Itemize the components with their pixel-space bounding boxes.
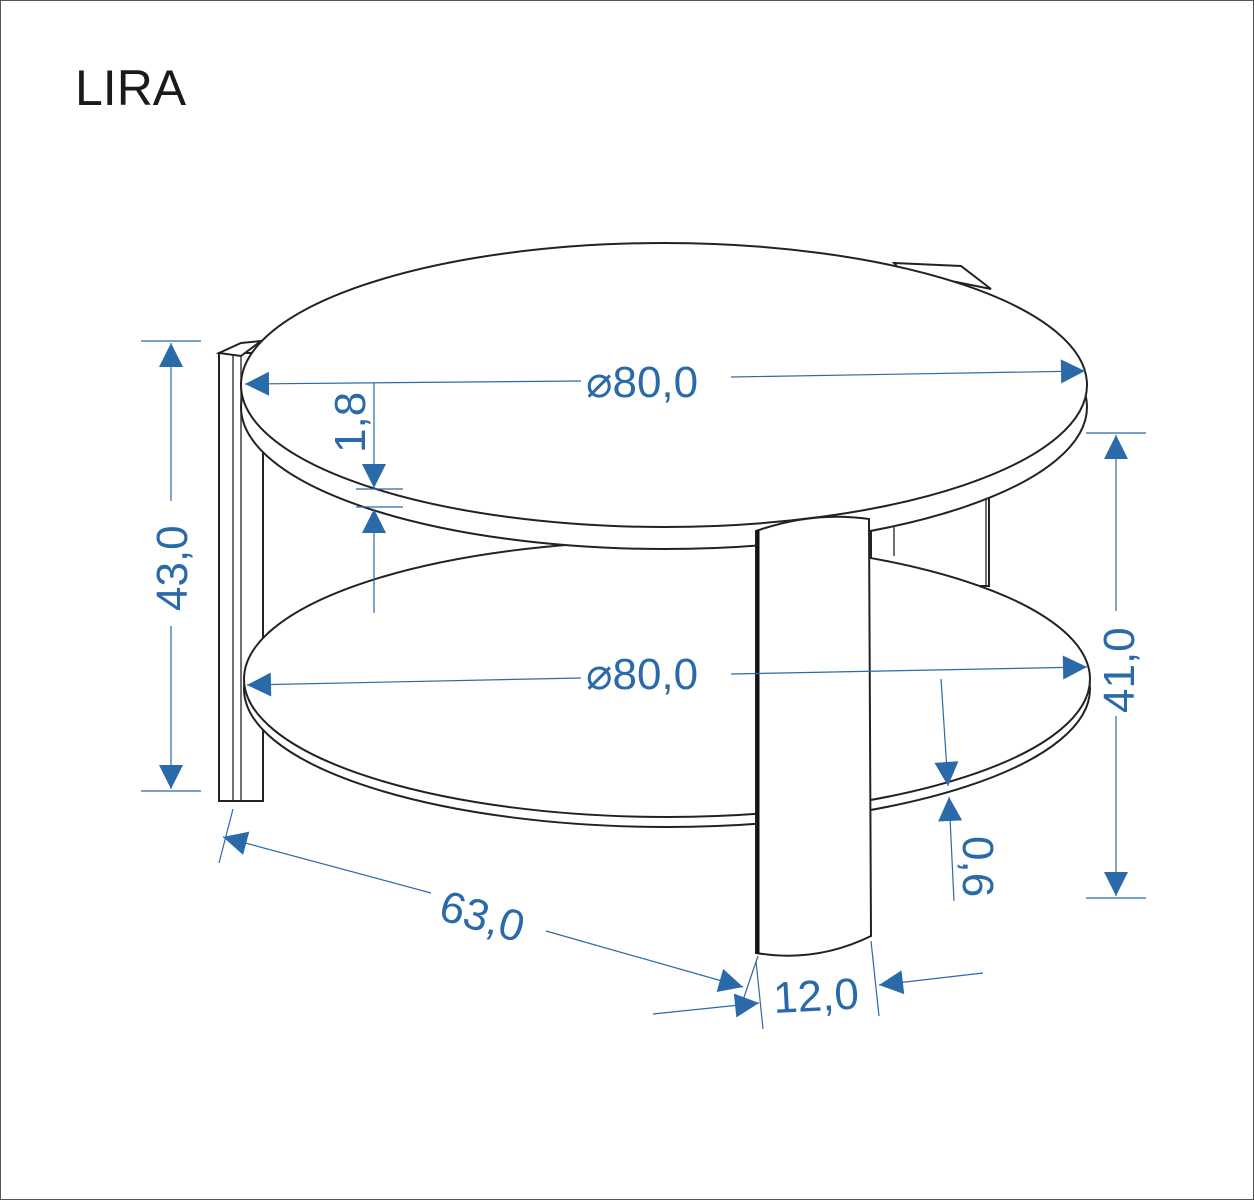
- top-thickness-label: 1,8: [326, 392, 375, 453]
- total-height-label: 43,0: [148, 525, 197, 611]
- front-right-leg: [755, 515, 873, 957]
- total-height-dimension: 43,0: [141, 340, 201, 792]
- shelf-height-dimension: 41,0: [1086, 432, 1146, 899]
- shelf-height-label: 41,0: [1095, 627, 1144, 713]
- depth-label: 63,0: [434, 882, 530, 953]
- top-diameter-dimension: ⌀80,0: [244, 358, 1086, 407]
- depth-dimension: 63,0: [218, 808, 759, 1007]
- product-title: LIRA: [75, 60, 187, 116]
- leg-width-dimension: 12,0: [652, 940, 984, 1030]
- leg-width-label: 12,0: [772, 970, 860, 1023]
- shelf-thickness-dimension: 0,6: [934, 678, 1002, 902]
- top-diameter-label: ⌀80,0: [586, 358, 698, 407]
- shelf-thickness-label: 0,6: [953, 836, 1002, 897]
- lower-shelf: [243, 540, 1091, 828]
- bottom-diameter-label: ⌀80,0: [586, 650, 698, 699]
- bottom-diameter-dimension: ⌀80,0: [246, 650, 1088, 699]
- top-thickness-dimension: 1,8: [326, 383, 403, 613]
- table-top: [240, 242, 1088, 550]
